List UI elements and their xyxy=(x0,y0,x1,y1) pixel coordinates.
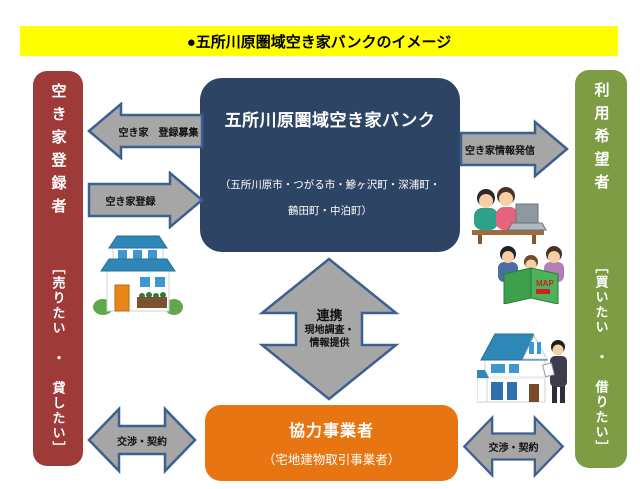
right-arrow-icon xyxy=(459,119,569,179)
negotiate-left-arrow: 交渉・契約 xyxy=(87,405,197,475)
register-arrow-label: 空き家登録 xyxy=(105,196,156,208)
negotiate-right-arrow: 交渉・契約 xyxy=(460,414,567,479)
bank-box-subtitle-line1: （五所川原市・つがる市・鰺ヶ沢町・深浦町・ xyxy=(219,179,441,191)
bank-box: 五所川原圏域空き家バンク （五所川原市・つがる市・鰺ヶ沢町・深浦町・ 鶴田町・中… xyxy=(200,78,460,252)
partner-box: 協力事業者 （宅地建物取引事業者） xyxy=(205,405,458,481)
user-desire-label: ［買いたい ・ 借りたい］ xyxy=(593,260,609,455)
register-arrow: 空き家登録 xyxy=(87,171,204,229)
right-arrow-icon xyxy=(87,171,204,229)
title-banner: ●五所川原圏域空き家バンクのイメージ xyxy=(20,26,618,56)
negotiate-right-label: 交渉・契約 xyxy=(488,443,539,454)
recruit-arrow-label: 空き家 登録募集 xyxy=(118,127,199,139)
left-arrow-icon xyxy=(87,102,204,160)
couple-laptop-icon xyxy=(472,187,547,244)
map-book-label: MAP xyxy=(536,279,554,288)
cooperation-title: 連携 xyxy=(316,307,343,323)
cooperation-arrow-label: 連携 現地調査・ 情報提供 xyxy=(258,257,401,401)
owner-desire-label: ［売りたい ・ 貸したい］ xyxy=(50,261,66,456)
partner-box-subtitle: （宅地建物取引事業者） xyxy=(262,453,401,467)
user-role-label: 利用希望者 xyxy=(592,82,610,197)
house-icon xyxy=(93,235,183,315)
house-agent-icon xyxy=(477,333,567,403)
vacant-house-illustration xyxy=(93,233,183,317)
page-title: ●五所川原圏域空き家バンクのイメージ xyxy=(186,33,452,51)
bank-box-title: 五所川原圏域空き家バンク xyxy=(224,111,436,130)
owner-bar: 空き家登録者 ［売りたい ・ 貸したい］ xyxy=(33,71,83,466)
recruit-arrow: 空き家 登録募集 xyxy=(87,102,204,160)
double-arrow-icon xyxy=(462,414,565,479)
family-map-icon: MAP xyxy=(498,246,564,304)
cooperation-line2: 情報提供 xyxy=(309,338,350,350)
bank-box-subtitle-line2: 鶴田町・中泊町） xyxy=(288,205,372,217)
negotiate-left-label: 交渉・契約 xyxy=(117,436,167,448)
cooperation-line1: 現地調査・ xyxy=(304,325,355,337)
house-agent-illustration xyxy=(477,326,569,406)
cooperation-arrow: 連携 現地調査・ 情報提供 xyxy=(258,257,401,401)
double-arrow-icon xyxy=(87,405,197,475)
user-bar: 利用希望者 ［買いたい ・ 借りたい］ xyxy=(575,70,627,468)
partner-box-title: 協力事業者 xyxy=(288,423,374,440)
owner-role-label: 空き家登録者 xyxy=(49,83,67,221)
info-arrow-label: 空き家情報発信 xyxy=(465,145,535,157)
info-arrow: 空き家情報発信 xyxy=(459,119,569,179)
couple-laptop-illustration xyxy=(466,186,550,244)
up-down-arrow-icon xyxy=(258,257,400,401)
family-map-illustration: MAP xyxy=(492,242,570,304)
